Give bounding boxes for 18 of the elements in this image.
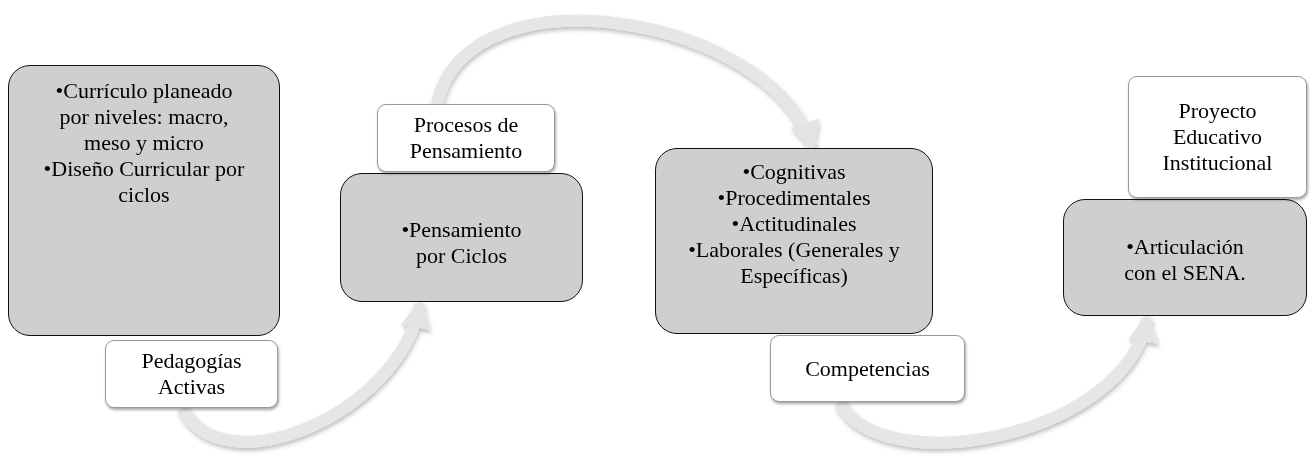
bullet-text: •Procedimentales (717, 184, 871, 211)
bullet-text: •Actitudinales (731, 210, 857, 237)
rounded-box (340, 173, 583, 302)
bullet-text: •Laborales (Generales y Específicas) (687, 236, 901, 289)
tab-label: Procesos de Pensamiento (408, 112, 524, 164)
rounded-box (1063, 199, 1307, 316)
bullet-text: •Articulación con el SENA. (1123, 233, 1247, 286)
bullet-text: •Cognitivas (742, 159, 846, 185)
label-tab (377, 104, 555, 172)
bullet-text: •Pensamiento por Ciclos (400, 216, 523, 269)
label-tab (1128, 76, 1307, 198)
bullet-text: •Diseño Curricular por ciclos (43, 155, 245, 208)
label-tab (105, 340, 278, 408)
tab-label: Pedagogías Activas (140, 348, 243, 400)
bullet-text: •Currículo planeado por niveles: macro, meso y micro (54, 78, 234, 156)
rounded-box (655, 148, 933, 334)
rounded-box (8, 65, 280, 336)
tab-label: Proyecto Educativo Institucional (1161, 98, 1274, 176)
